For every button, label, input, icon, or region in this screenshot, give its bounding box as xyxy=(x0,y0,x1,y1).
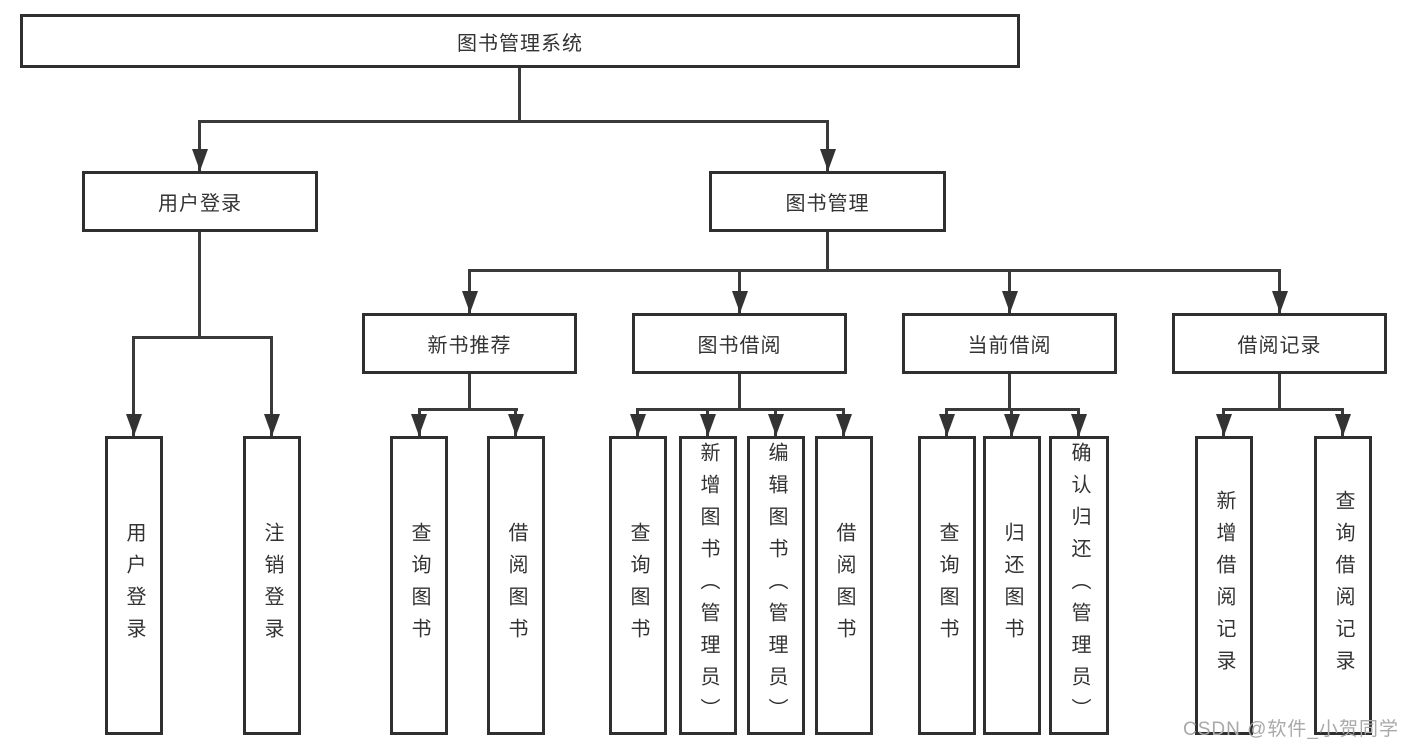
leaf-return-books: 归还图书 xyxy=(983,436,1041,735)
connector-line xyxy=(132,336,135,436)
arrow-down-icon xyxy=(1335,414,1351,436)
node-new-book-recommend: 新书推荐 xyxy=(362,313,577,374)
node-label: 查询图书 xyxy=(936,521,958,650)
arrow-down-icon xyxy=(820,149,836,171)
node-book-borrowing: 图书借阅 xyxy=(632,313,847,374)
arrow-down-icon xyxy=(192,149,208,171)
node-label: 归还图书 xyxy=(1001,521,1023,650)
node-label: 新增借阅记录 xyxy=(1213,489,1235,682)
connector-line xyxy=(198,120,201,171)
node-label: 借阅记录 xyxy=(1237,335,1322,357)
node-label: 查询借阅记录 xyxy=(1332,489,1354,682)
connector-line xyxy=(826,120,829,171)
connector-line xyxy=(1008,374,1011,408)
arrow-down-icon xyxy=(700,414,716,436)
connector-line xyxy=(1222,408,1344,411)
arrow-down-icon xyxy=(1002,291,1018,313)
node-label: 用户登录 xyxy=(123,521,145,650)
leaf-add-borrow-record: 新增借阅记录 xyxy=(1195,436,1253,735)
node-label: 查询图书 xyxy=(627,521,649,650)
node-label: 借阅图书 xyxy=(833,521,855,650)
leaf-borrow-books-recommend: 借阅图书 xyxy=(487,436,545,735)
leaf-borrow-books: 借阅图书 xyxy=(815,436,873,735)
leaf-add-books-admin: 新增图书（管理员） xyxy=(679,436,737,735)
arrow-down-icon xyxy=(768,414,784,436)
node-label: 借阅图书 xyxy=(505,521,527,650)
arrow-down-icon xyxy=(732,291,748,313)
arrow-down-icon xyxy=(1272,291,1288,313)
node-borrowing-records: 借阅记录 xyxy=(1172,313,1387,374)
connector-line xyxy=(1278,374,1281,408)
leaf-edit-books-admin: 编辑图书（管理员） xyxy=(747,436,805,735)
node-label: 编辑图书（管理员） xyxy=(765,441,787,730)
connector-line xyxy=(468,269,1281,272)
leaf-query-borrow-record: 查询借阅记录 xyxy=(1314,436,1372,735)
connector-line xyxy=(518,68,521,120)
node-label: 图书管理 xyxy=(785,193,870,215)
node-label: 用户登录 xyxy=(158,193,242,215)
watermark: CSDN @软件_小贺同学 xyxy=(1183,719,1399,740)
node-label: 图书管理系统 xyxy=(457,32,583,55)
arrow-down-icon xyxy=(126,414,142,436)
connector-line xyxy=(468,374,471,408)
node-user-login: 用户登录 xyxy=(82,171,318,232)
node-label: 新增图书（管理员） xyxy=(697,441,719,730)
connector-line xyxy=(198,120,829,123)
connector-line xyxy=(132,336,273,339)
leaf-query-books-current: 查询图书 xyxy=(918,436,976,735)
node-label: 新书推荐 xyxy=(427,335,512,357)
leaf-query-books-borrow: 查询图书 xyxy=(609,436,667,735)
node-label: 查询图书 xyxy=(408,521,430,650)
connector-line xyxy=(636,408,845,411)
connector-line xyxy=(198,232,201,336)
connector-line xyxy=(270,336,273,436)
connector-line xyxy=(826,232,829,269)
arrow-down-icon xyxy=(411,414,427,436)
arrow-down-icon xyxy=(836,414,852,436)
node-book-management: 图书管理 xyxy=(709,171,946,232)
leaf-confirm-return-admin: 确认归还（管理员） xyxy=(1049,436,1109,735)
connector-line xyxy=(738,374,741,408)
arrow-down-icon xyxy=(1004,414,1020,436)
arrow-down-icon xyxy=(1071,414,1087,436)
arrow-down-icon xyxy=(264,414,280,436)
node-library-system: 图书管理系统 xyxy=(20,14,1020,68)
arrow-down-icon xyxy=(1216,414,1232,436)
leaf-query-books-recommend: 查询图书 xyxy=(390,436,448,735)
node-label: 图书借阅 xyxy=(697,335,782,357)
arrow-down-icon xyxy=(462,291,478,313)
node-label: 当前借阅 xyxy=(967,335,1052,357)
connector-line xyxy=(418,408,518,411)
arrow-down-icon xyxy=(939,414,955,436)
leaf-logout: 注销登录 xyxy=(243,436,301,735)
node-label: 注销登录 xyxy=(261,521,283,650)
leaf-user-login: 用户登录 xyxy=(105,436,163,735)
node-label: 确认归还（管理员） xyxy=(1068,441,1090,730)
node-current-borrowing: 当前借阅 xyxy=(902,313,1117,374)
arrow-down-icon xyxy=(508,414,524,436)
arrow-down-icon xyxy=(630,414,646,436)
